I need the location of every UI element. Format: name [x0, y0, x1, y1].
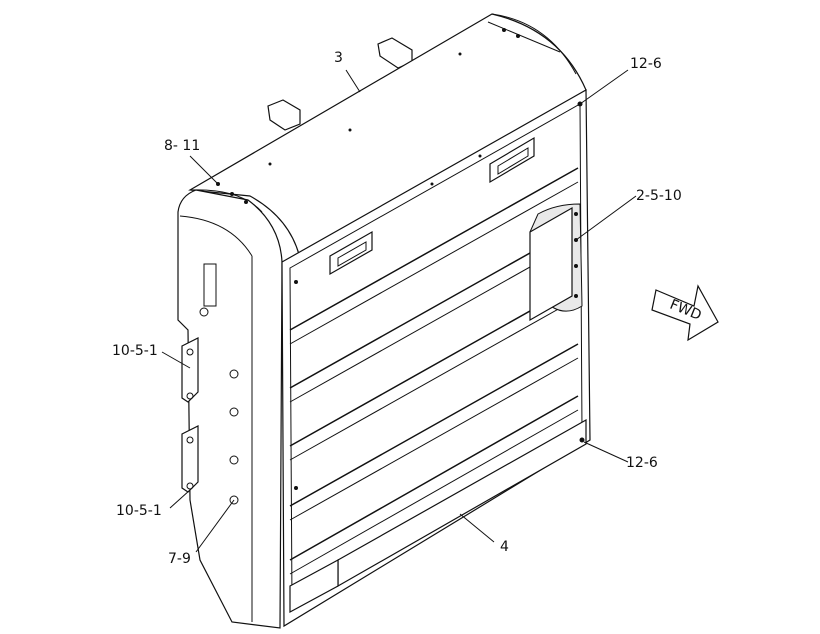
callout-7-9: 7-9: [168, 551, 191, 567]
leader-lines: [161, 69, 637, 553]
bottom-skirt: [289, 418, 587, 614]
callout-12-6-bottom: 12-6: [626, 455, 658, 471]
callout-3: 3: [334, 50, 343, 66]
side-bracket-lower: [181, 425, 199, 493]
fwd-arrow: FWD: [651, 284, 719, 342]
latch-bracket: [529, 203, 583, 322]
callout-8-11: 8- 11: [164, 138, 201, 154]
mounting-tab-left: [267, 99, 301, 131]
callout-12-6-top: 12-6: [630, 56, 662, 72]
handle-left: [329, 230, 373, 276]
side-bracket-upper: [181, 337, 199, 403]
callout-10-5-1-upper: 10-5-1: [112, 343, 158, 359]
side-bolts: [229, 369, 239, 505]
callout-2-5-10: 2-5-10: [636, 188, 682, 204]
callout-4: 4: [500, 539, 509, 555]
handle-right: [489, 136, 535, 184]
callout-10-5-1-lower: 10-5-1: [116, 503, 162, 519]
left-side-panel: [177, 189, 283, 629]
